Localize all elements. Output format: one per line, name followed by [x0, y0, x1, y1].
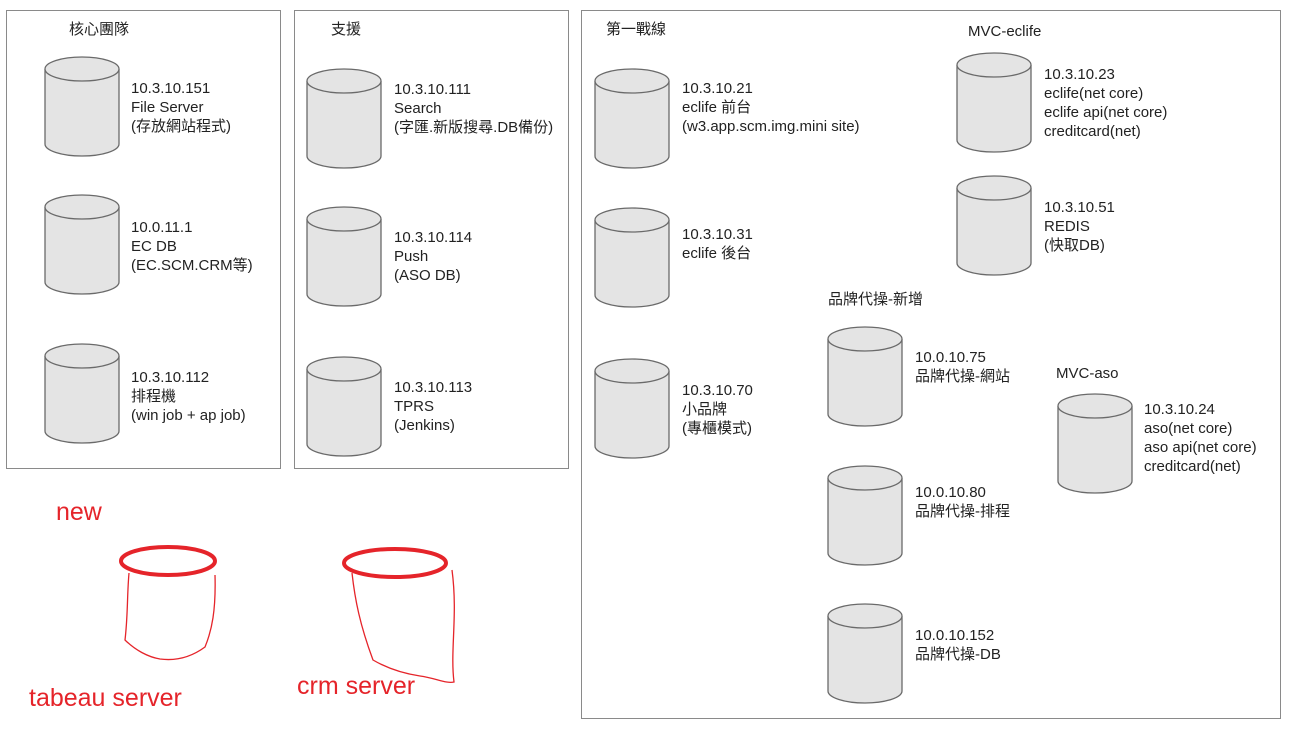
server-label: 10.3.10.21 eclife 前台 (w3.app.scm.img.min… [682, 79, 860, 136]
server-ip: 10.3.10.113 [394, 379, 473, 396]
server-label: 10.3.10.24 aso(net core) aso api(net cor… [1144, 400, 1257, 476]
mvc-aso-title: MVC-aso [1056, 365, 1119, 382]
database-icon [594, 68, 670, 169]
database-icon [306, 68, 382, 169]
server-ip: 10.3.10.70 [682, 382, 753, 399]
server-label: 10.0.10.80 品牌代操-排程 [915, 483, 1010, 521]
database-icon [827, 465, 903, 566]
server-role: Push [394, 248, 429, 265]
server-label: 10.0.10.152 品牌代操-DB [915, 626, 1001, 664]
core-team-title: 核心團隊 [69, 21, 130, 38]
server-label: 10.0.10.75 品牌代操-網站 [915, 348, 1010, 386]
server-ip: 10.3.10.51 [1044, 199, 1115, 216]
server-ip: 10.3.10.24 [1144, 401, 1215, 418]
server-label: 10.3.10.70 小品牌 (專櫃模式) [682, 381, 753, 438]
server-role: eclife(net core) [1044, 85, 1144, 102]
database-icon [594, 207, 670, 308]
server-ip: 10.3.10.112 [131, 369, 210, 386]
server-role: creditcard(net) [1144, 458, 1241, 475]
support-title: 支援 [331, 21, 362, 38]
database-icon [1057, 393, 1133, 494]
server-role: eclife api(net core) [1044, 104, 1168, 121]
database-icon [44, 194, 120, 295]
server-note: (EC.SCM.CRM等) [131, 257, 253, 274]
server-note: (Jenkins) [394, 417, 455, 434]
server-role: REDIS [1044, 218, 1090, 235]
server-ip: 10.3.10.21 [682, 80, 753, 97]
server-ip: 10.3.10.31 [682, 226, 753, 243]
server-note: (存放網站程式) [131, 118, 231, 135]
server-role: eclife 前台 [682, 99, 752, 116]
database-icon [827, 326, 903, 427]
server-role: 小品牌 [682, 401, 728, 418]
database-icon [44, 56, 120, 157]
server-label: 10.3.10.31 eclife 後台 [682, 225, 753, 263]
database-icon [306, 356, 382, 457]
database-icon [956, 175, 1032, 276]
tabeau-server-label: tabeau server [29, 684, 182, 712]
new-label: new [56, 498, 102, 526]
server-role: aso(net core) [1144, 420, 1233, 437]
database-icon [306, 206, 382, 307]
server-label: 10.3.10.51 REDIS (快取DB) [1044, 198, 1115, 255]
server-ip: 10.3.10.114 [394, 229, 473, 246]
server-label: 10.3.10.112 排程機 (win job + ap job) [131, 368, 246, 425]
server-role: Search [394, 100, 442, 117]
server-note: (win job + ap job) [131, 407, 246, 424]
server-role: 品牌代操-排程 [915, 503, 1010, 520]
server-note: (字匯.新版搜尋.DB備份) [394, 119, 554, 136]
database-icon [594, 358, 670, 459]
database-icon [827, 603, 903, 704]
server-label: 10.3.10.114 Push (ASO DB) [394, 228, 472, 285]
frontline-panel [581, 10, 1281, 719]
database-icon [44, 343, 120, 444]
tabeau-sketch-icon [119, 545, 217, 661]
server-label: 10.3.10.111 Search (字匯.新版搜尋.DB備份) [394, 80, 553, 137]
server-note: (專櫃模式) [682, 420, 752, 437]
server-role: TPRS [394, 398, 435, 415]
server-role: EC DB [131, 238, 177, 255]
server-role: 排程機 [131, 388, 177, 405]
server-ip: 10.0.10.80 [915, 484, 986, 501]
server-label: 10.0.11.1 EC DB (EC.SCM.CRM等) [131, 218, 253, 275]
server-note: (快取DB) [1044, 237, 1105, 254]
server-ip: 10.3.10.23 [1044, 66, 1115, 83]
server-role: creditcard(net) [1044, 123, 1141, 140]
server-note: (w3.app.scm.img.mini site) [682, 118, 860, 135]
server-ip: 10.0.10.152 [915, 627, 995, 644]
server-label: 10.3.10.23 eclife(net core) eclife api(n… [1044, 65, 1167, 141]
server-role: 品牌代操-DB [915, 646, 1001, 663]
server-role: aso api(net core) [1144, 439, 1257, 456]
frontline-title: 第一戰線 [606, 21, 667, 38]
database-icon [956, 52, 1032, 153]
crm-sketch-icon [342, 547, 455, 684]
server-label: 10.3.10.151 File Server (存放網站程式) [131, 79, 231, 136]
server-role: 品牌代操-網站 [915, 368, 1010, 385]
crm-server-label: crm server [297, 672, 416, 700]
server-label: 10.3.10.113 TPRS (Jenkins) [394, 378, 472, 435]
server-role: eclife 後台 [682, 245, 752, 262]
server-ip: 10.3.10.151 [131, 80, 211, 97]
brand-new-title: 品牌代操-新增 [828, 291, 923, 308]
server-ip: 10.0.10.75 [915, 349, 986, 366]
server-ip: 10.3.10.111 [394, 81, 472, 98]
server-ip: 10.0.11.1 [131, 219, 193, 236]
mvc-eclife-title: MVC-eclife [968, 23, 1042, 40]
server-note: (ASO DB) [394, 267, 461, 284]
server-role: File Server [131, 99, 204, 116]
